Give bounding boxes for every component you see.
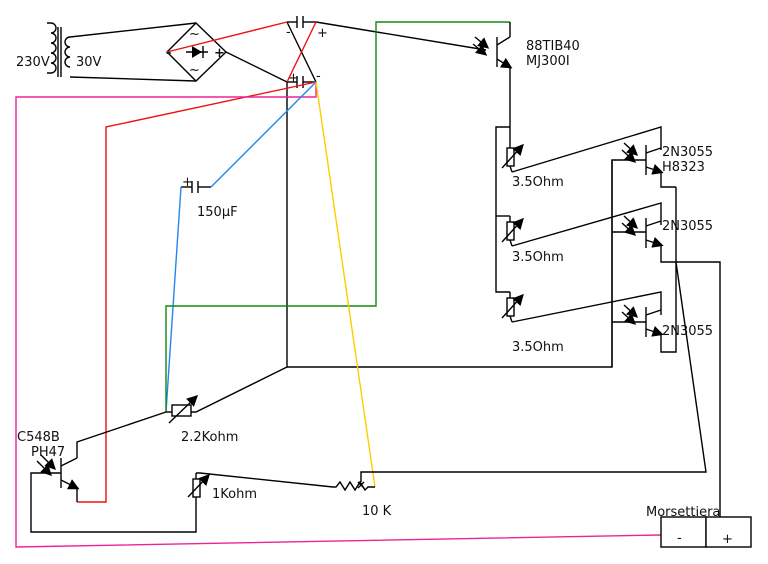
wire xyxy=(69,22,197,38)
yellow-wire xyxy=(315,81,376,488)
resistor-emitter-3: 3.5Ohm xyxy=(501,292,564,355)
power-tr-1-label-1: 2N3055 xyxy=(662,145,713,160)
secondary-coil xyxy=(64,36,71,68)
emitter-res-label-2: 3.5Ohm xyxy=(512,250,564,265)
resistor-10k: 10 K xyxy=(333,480,392,519)
emitter-res-label-3: 3.5Ohm xyxy=(512,340,564,355)
blue-wire xyxy=(165,186,182,413)
primary-coil xyxy=(47,22,57,74)
bridge-plus-label: + xyxy=(214,46,225,61)
power-transistor-3: 2N3055 xyxy=(621,187,713,353)
resistor-emitter-1: 3.5Ohm xyxy=(501,127,564,190)
transistor-driver: 88TIB40 MJ300I xyxy=(472,22,580,127)
res-10k-label: 10 K xyxy=(362,504,392,519)
bridge-rectifier: ~ ~ - + xyxy=(166,22,228,82)
bridge-minus-label: - xyxy=(166,46,171,61)
wire xyxy=(360,261,707,482)
light-arrow-icon xyxy=(623,215,639,229)
driver-label-2: MJ300I xyxy=(526,54,570,69)
terminal-block: Morsettiera - + xyxy=(646,505,752,548)
wire xyxy=(315,21,487,51)
capacitor-150uf: + 150µF xyxy=(181,175,238,220)
cap-mid-minus: - xyxy=(316,69,321,84)
wire xyxy=(76,411,167,458)
red-wire xyxy=(77,81,317,503)
light-arrow-icon xyxy=(36,460,52,476)
light-arrow-icon xyxy=(623,142,639,156)
c548b-label-2: PH47 xyxy=(31,445,65,460)
power-transistor-2: 2N3055 xyxy=(621,215,721,520)
red-wire xyxy=(286,21,317,83)
wire xyxy=(511,291,662,323)
pink-wire xyxy=(15,82,662,548)
wire xyxy=(196,472,334,488)
green-wire xyxy=(165,21,510,412)
red-wire xyxy=(166,21,288,53)
capacitor-top: - + xyxy=(286,16,328,41)
resistor-1k: 1Kohm xyxy=(187,473,257,502)
resistor-emitter-2: 3.5Ohm xyxy=(501,216,564,265)
power-transistor-1: 2N3055 H8323 xyxy=(621,142,713,188)
light-arrow-icon xyxy=(621,311,637,325)
wire xyxy=(69,76,197,82)
primary-voltage-label: 230V xyxy=(16,55,50,70)
wire xyxy=(287,159,627,368)
res-22k-label: 2.2Kohm xyxy=(181,430,238,445)
light-arrow-icon xyxy=(621,222,637,236)
wire xyxy=(30,472,197,533)
driver-label-1: 88TIB40 xyxy=(526,39,580,54)
res-1k-label: 1Kohm xyxy=(212,487,257,502)
ac-symbol-bottom: ~ xyxy=(189,63,200,78)
cap-mid-plus: + xyxy=(288,71,299,86)
cap-150-label: 150µF xyxy=(197,205,238,220)
terminal-plus-label: + xyxy=(722,532,733,547)
light-arrow-icon xyxy=(623,304,639,318)
wire xyxy=(511,126,662,173)
emitter-res-label-1: 3.5Ohm xyxy=(512,175,564,190)
wire xyxy=(225,51,288,83)
power-tr-2-label: 2N3055 xyxy=(662,219,713,234)
power-tr-3-label: 2N3055 xyxy=(662,324,713,339)
terminal-block-label: Morsettiera xyxy=(646,505,720,520)
light-arrow-icon xyxy=(621,149,637,163)
light-arrow-icon xyxy=(474,36,490,49)
wire xyxy=(495,126,510,293)
cap-top-minus: - xyxy=(286,25,291,40)
wire xyxy=(511,202,662,247)
terminal-plus[interactable] xyxy=(705,516,752,548)
cap-150-plus: + xyxy=(182,175,193,190)
bridge-outline xyxy=(166,22,228,82)
resistor-2-2k: 2.2Kohm xyxy=(166,366,288,445)
transformer: 230V 30V xyxy=(16,22,102,77)
ac-symbol-top: ~ xyxy=(189,27,200,42)
blue-wire xyxy=(210,81,317,188)
cap-top-plus: + xyxy=(317,26,328,41)
light-arrow-icon xyxy=(472,43,488,56)
terminal-minus[interactable] xyxy=(660,516,707,548)
secondary-voltage-label: 30V xyxy=(76,55,102,70)
c548b-label-1: C548B xyxy=(17,430,60,445)
terminal-minus-label: - xyxy=(677,531,682,546)
transistor-c548b: C548B PH47 xyxy=(17,430,80,502)
power-tr-1-label-2: H8323 xyxy=(662,160,705,175)
